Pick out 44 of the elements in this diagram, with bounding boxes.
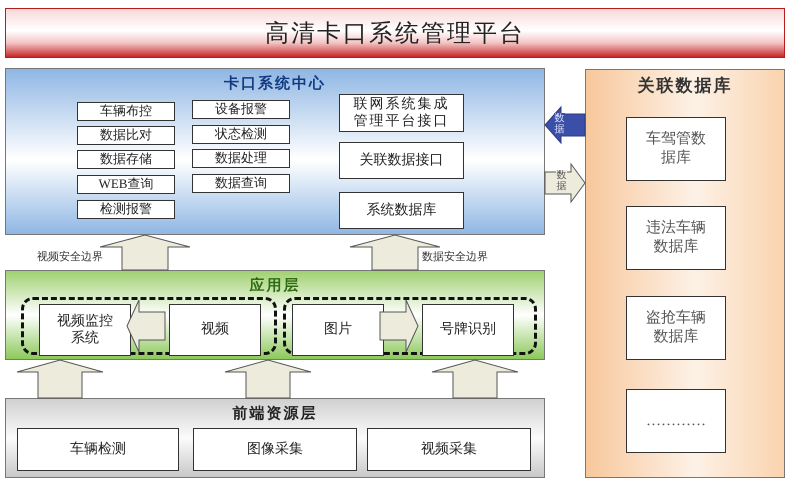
panel-heading: 关联数据库 [638, 75, 732, 97]
block-arrow [350, 234, 440, 270]
database-panel [585, 69, 785, 478]
block-arrow [432, 359, 518, 398]
function-box: 车辆布控 [77, 102, 175, 121]
module-box: 联网系统集成管理平台接口 [339, 94, 464, 132]
module-box: 图片 [292, 304, 384, 356]
module-box: 视频监控系统 [39, 304, 131, 356]
edge-label: 数据 [554, 113, 565, 135]
module-box: 号牌识别 [422, 304, 514, 356]
database-box: 车驾管数据库 [626, 117, 726, 181]
module-box: 图像采集 [193, 428, 357, 471]
layer-panel [5, 68, 545, 235]
module-box: 车辆检测 [17, 428, 179, 471]
module-box: 视频 [169, 304, 261, 356]
panel-heading: 卡口系统中心 [224, 74, 326, 93]
block-arrow [224, 359, 312, 398]
panel-heading: 前端资源层 [232, 404, 318, 423]
function-box: 数据比对 [77, 126, 175, 145]
block-arrow [16, 359, 104, 398]
module-box: 系统数据库 [339, 192, 464, 229]
database-box: 违法车辆数据库 [626, 206, 726, 270]
layer-panel [5, 270, 545, 360]
block-arrow [380, 300, 419, 352]
function-box: 数据处理 [192, 149, 290, 168]
layer-panel [5, 398, 545, 478]
function-box: 数据查询 [192, 174, 290, 193]
block-arrow [126, 300, 166, 352]
function-box: 数据存储 [77, 150, 175, 169]
function-box: 检测报警 [77, 200, 175, 219]
module-box: 关联数据接口 [339, 142, 464, 179]
edge-label: 数据安全边界 [420, 249, 490, 264]
database-box: ………… [626, 389, 726, 453]
panel-heading: 应用层 [250, 276, 300, 295]
dashed-group [283, 297, 537, 355]
title-banner: 高清卡口系统管理平台 [5, 8, 785, 58]
module-box: 视频采集 [367, 428, 531, 471]
block-arrow [100, 234, 190, 270]
function-box: WEB查询 [77, 175, 175, 194]
function-box: 状态检测 [192, 125, 290, 144]
edge-label: 视频安全边界 [35, 249, 105, 264]
database-box: 盗抢车辆数据库 [626, 296, 726, 360]
function-box: 设备报警 [192, 100, 290, 119]
edge-label: 数据 [556, 170, 567, 192]
